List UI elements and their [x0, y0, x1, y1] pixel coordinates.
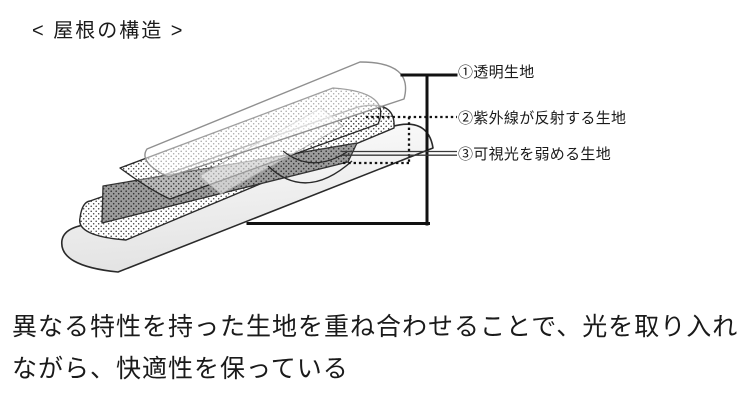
fabric-curl-arc-upper	[282, 150, 348, 164]
label-transparent-fabric: ①透明生地	[458, 64, 535, 81]
layer-top-transparent-sheet	[144, 61, 407, 178]
caption-line-2: ながら、快適性を保っている	[12, 355, 349, 383]
callout-bracket-solid	[246, 73, 458, 226]
label-uv-reflective-fabric: ②紫外線が反射する生地	[458, 110, 627, 127]
caption: 異なる特性を持った生地を重ね合わせることで、光を取り入れ ながら、快適性を保って…	[12, 306, 742, 390]
fabric-curl-arc-lower	[267, 160, 353, 184]
page-title: < 屋根の構造 >	[32, 20, 185, 42]
caption-line-1: 異なる特性を持った生地を重ね合わせることで、光を取り入れ	[12, 313, 739, 341]
label-visible-light-dimming-fabric: ③可視光を弱める生地	[458, 146, 612, 163]
callout-double-line	[342, 150, 457, 156]
